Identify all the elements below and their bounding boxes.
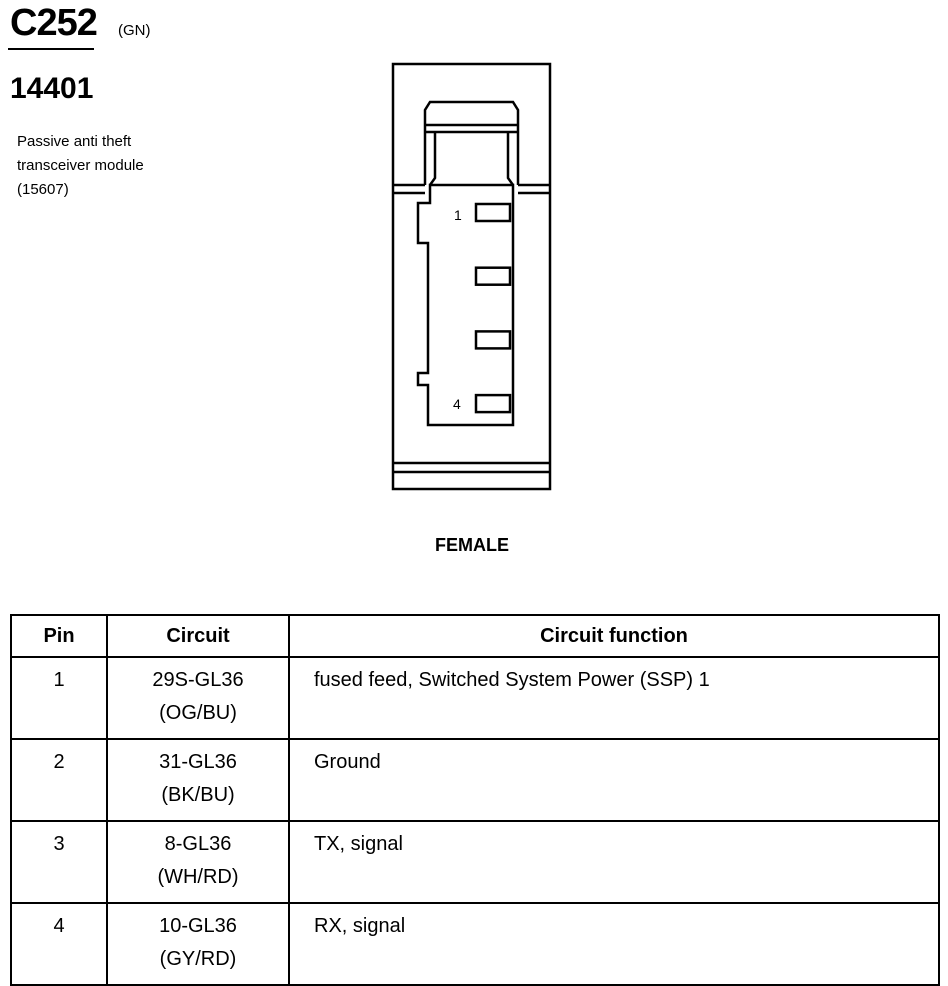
cell-circuit: 29S-GL36 (OG/BU) — [106, 656, 290, 740]
table-row: 3 8-GL36 (WH/RD) TX, signal — [10, 820, 940, 904]
connector-id: C252 — [10, 2, 98, 44]
cell-circuit-function: Ground — [288, 738, 940, 822]
circuit-number: 29S-GL36 — [152, 669, 244, 691]
header-circuit: Circuit — [106, 614, 290, 658]
wire-color: (BK/BU) — [161, 784, 235, 806]
wire-color: (OG/BU) — [159, 702, 237, 724]
circuit-number: 10-GL36 — [159, 915, 237, 937]
connector-gender-label: FEMALE — [435, 535, 509, 555]
wire-color: (WH/RD) — [157, 866, 239, 888]
connector-housing-outline — [391, 62, 552, 491]
cell-circuit: 8-GL36 (WH/RD) — [106, 820, 290, 904]
header-pin: Pin — [10, 614, 108, 658]
pin-label-1: 1 — [454, 207, 462, 223]
terminal-4 — [474, 393, 512, 414]
latch-tab-outer — [423, 100, 520, 185]
latch-tab-inner-left — [428, 132, 437, 186]
terminal-1 — [474, 202, 512, 223]
cell-pin: 1 — [10, 656, 108, 740]
component-description: Passive anti theft transceiver module (1… — [17, 133, 144, 198]
table-row: 2 31-GL36 (BK/BU) Ground — [10, 738, 940, 822]
cell-pin: 3 — [10, 820, 108, 904]
cell-circuit: 31-GL36 (BK/BU) — [106, 738, 290, 822]
cell-pin: 2 — [10, 738, 108, 822]
terminal-2 — [474, 266, 512, 286]
connector-face-diagram: 1 4 — [391, 62, 552, 491]
pinout-table: Pin Circuit Circuit function 1 29S-GL36 (O… — [10, 614, 940, 986]
header-circuit-function: Circuit function — [288, 614, 940, 658]
connector-id-underline — [8, 48, 94, 50]
cell-circuit: 10-GL36 (GY/RD) — [106, 902, 290, 986]
cell-circuit-function: RX, signal — [288, 902, 940, 986]
table-row: 4 10-GL36 (GY/RD) RX, signal — [10, 902, 940, 986]
wire-color: (GY/RD) — [159, 948, 237, 970]
circuit-number: 31-GL36 — [159, 751, 237, 773]
cell-circuit-function: fused feed, Switched System Power (SSP) … — [288, 656, 940, 740]
circuit-number: 8-GL36 — [164, 833, 232, 855]
terminal-cavity-outline — [416, 183, 515, 427]
part-number: 14401 — [10, 72, 94, 105]
cell-pin: 4 — [10, 902, 108, 986]
table-row: 1 29S-GL36 (OG/BU) fused feed, Switched Sys… — [10, 656, 940, 740]
table-header-row: Pin Circuit Circuit function — [10, 614, 940, 658]
pin-label-4: 4 — [453, 396, 461, 412]
terminal-3 — [474, 330, 512, 350]
connector-color-code: (GN) — [118, 22, 151, 39]
cell-circuit-function: TX, signal — [288, 820, 940, 904]
latch-tab-inner-right — [506, 132, 515, 186]
